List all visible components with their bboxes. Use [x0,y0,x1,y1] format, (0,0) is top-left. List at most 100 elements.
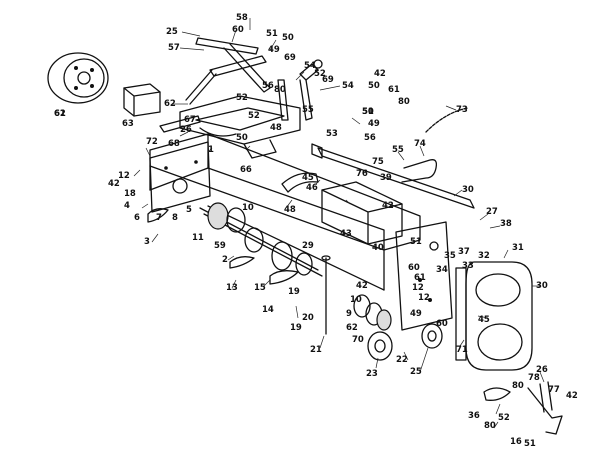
callout-43: 43 [340,229,352,239]
u-bolt-73 [401,159,438,183]
callout-32: 31 [512,243,524,253]
callout-49b: 50 [236,133,248,143]
callout-50b: 51 [524,439,536,449]
side-plate-right [395,221,453,331]
callout-41: 39 [380,173,392,183]
callout-5: 5 [186,205,192,215]
bearing-set-right [353,294,393,361]
callout-54: 54 [304,61,316,71]
callout-51d: 51 [410,237,422,247]
callout-19b: 19 [290,323,302,333]
handle-frame [185,37,323,121]
callout-61: 60 [232,25,244,35]
callout-74: 75 [372,157,384,167]
callout-31: 30 [536,281,548,291]
callout-8: 8 [172,213,178,223]
callout-29: 29 [302,241,314,251]
callout-44b: 45 [478,315,490,325]
callout-23: 23 [366,369,378,379]
callout-25: 25 [166,27,178,37]
callout-68b: 69 [322,75,334,85]
gearbox-43 [321,181,403,245]
callout-42b: 42 [382,201,394,211]
callout-66: 67 [184,115,196,125]
callout-46: 48 [270,123,282,133]
callout-14: 13 [226,283,238,293]
block-64 [123,83,161,117]
hub-22 [421,323,443,349]
callout-64b: 62 [164,99,176,109]
callout-25b: 25 [410,367,422,377]
lift-bracket [159,95,301,159]
callout-10b: 10 [350,295,362,305]
callout-30: 30 [462,185,474,195]
callout-55: 55 [302,105,314,115]
callout-13b: 12 [418,293,430,303]
callout-70: 71 [456,345,468,355]
callout-60b: 60 [408,263,420,273]
callout-40: 40 [372,243,384,253]
callout-57: 56 [262,81,274,91]
callout-26: 26 [180,125,192,135]
callout-46b: 48 [284,205,296,215]
callout-3: 3 [144,237,150,247]
callout-50a: 51 [362,107,374,117]
callout-16: 15 [254,283,266,293]
callout-20: 20 [302,313,314,323]
callout-19: 19 [288,287,300,297]
callout-63c: 62 [346,323,358,333]
callout-45: 46 [306,183,318,193]
callout-36: 35 [444,251,456,261]
callout-42: 42 [374,69,386,79]
callout-34: 33 [462,261,474,271]
callout-37: 36 [468,411,480,421]
callout-labels: 58 25 60 51 50 57 49 69 54 52 56 80 52 6… [54,13,578,449]
callout-62: 61 [388,85,400,95]
callout-48: 49 [268,45,280,55]
leader-lines [133,18,545,429]
callout-69: 70 [352,335,364,345]
callout-50: 50 [362,107,374,117]
callout-7: 7 [156,213,162,223]
callout-42d: 42 [356,281,368,291]
callout-71: 72 [146,137,158,147]
callout-49: 50 [282,33,294,43]
callout-58: 57 [168,43,180,53]
callout-13: 12 [118,171,130,181]
callout-35: 34 [436,265,448,275]
callout-55b: 55 [392,145,404,155]
callout-75: 76 [356,169,368,179]
callout-17: 16 [510,437,522,447]
side-plate-left [149,141,211,213]
callout-52b: 52 [498,413,510,423]
callout-78: 80 [512,381,524,391]
pulley-63 [47,52,109,104]
chain-72 [425,107,469,133]
callout-57b: 56 [364,133,376,143]
callout-65: 66 [240,165,252,175]
callout-76: 77 [548,385,560,395]
callout-68: 69 [284,53,296,63]
pin-21 [321,255,331,335]
callout-27: 27 [486,207,498,217]
callout-26b: 26 [536,365,548,375]
callout-44: 45 [302,173,314,183]
callout-42e: 42 [566,391,578,401]
callout-80: 80 [274,85,286,95]
callout-63: 61 [54,109,66,119]
callout-11: 11 [192,233,204,243]
callout-52: 52 [314,69,326,79]
callout-21: 21 [310,345,322,355]
tine-assembly [147,202,323,285]
callout-60c: 60 [436,319,448,329]
callout-67: 68 [168,139,180,149]
callout-4: 4 [124,201,130,211]
callout-80c: 80 [484,421,496,431]
callout-62b: 61 [414,273,426,283]
callout-51: 51 [266,29,278,39]
callout-73: 74 [414,139,426,149]
callout-15: 14 [262,305,274,315]
callout-2: 2 [222,255,228,265]
callout-18: 18 [124,189,136,199]
